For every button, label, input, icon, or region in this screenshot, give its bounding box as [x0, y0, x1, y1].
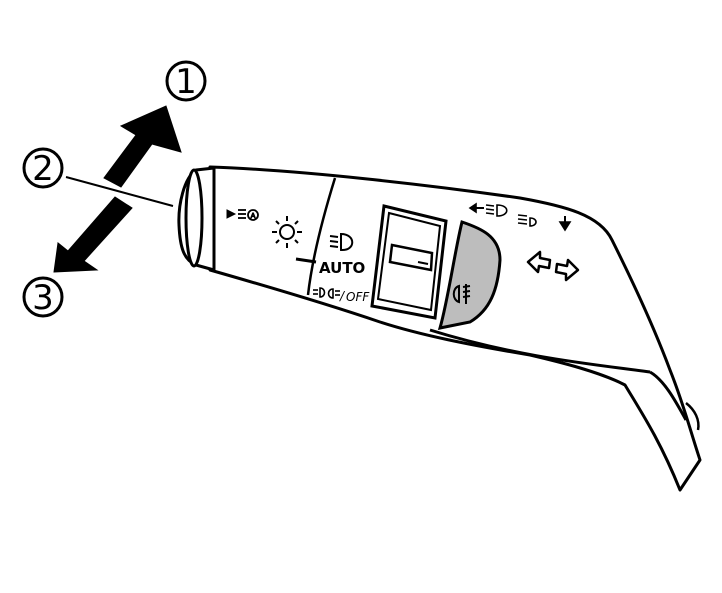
fog-light-switch[interactable]	[437, 220, 502, 330]
rear-fog-light-icon	[452, 284, 471, 304]
callout-3-label: 3	[32, 278, 54, 318]
parking-light-icon	[272, 216, 302, 248]
rotary-segment-divider	[306, 177, 337, 296]
headlight-icon	[329, 232, 354, 252]
high-beam-auto-icon: A	[226, 209, 259, 221]
callout-3: 3	[22, 276, 64, 318]
switch-knob-mark	[417, 261, 429, 265]
turn-signal-upper-icons	[468, 202, 572, 232]
callout-2-leader	[65, 176, 174, 207]
off-separator: /	[339, 289, 346, 303]
down-arrow-icon	[53, 196, 133, 273]
direction-arrows	[53, 105, 182, 273]
side-lamps-icon	[313, 287, 340, 299]
callout-2-label: 2	[32, 149, 54, 189]
off-label: OFF	[346, 290, 370, 304]
stalk	[177, 165, 702, 492]
auto-label: AUTO	[319, 259, 365, 277]
rotary-end-face	[184, 168, 204, 268]
callout-1-label: 1	[175, 62, 197, 102]
auto-letter: A	[251, 212, 256, 220]
stalk-body	[208, 165, 702, 492]
up-arrow-icon	[103, 105, 182, 188]
auto-position-marker	[295, 257, 317, 264]
turn-signal-arrows-icon	[526, 250, 580, 282]
stalk-tail-notch	[685, 402, 700, 431]
fog-switch-body	[437, 220, 502, 330]
callout-1: 1	[165, 60, 207, 102]
switch-knob[interactable]	[388, 243, 434, 272]
stalk-lower-edge	[429, 328, 651, 374]
stalk-tail	[649, 370, 688, 421]
headlight-switch-window[interactable]	[370, 204, 448, 320]
callout-2: 2	[22, 147, 64, 189]
